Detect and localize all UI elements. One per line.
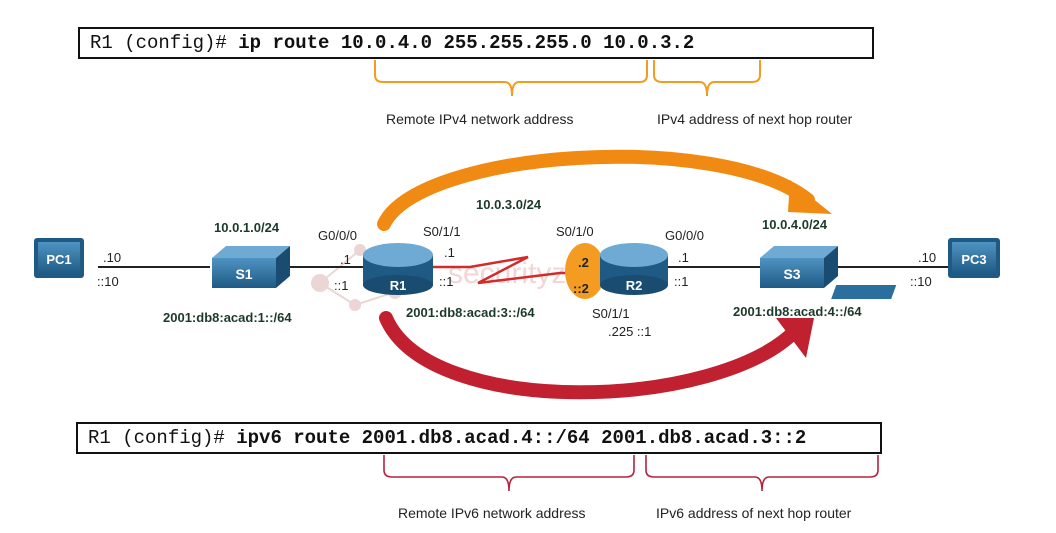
r2-s010-interface: S0/1/0 xyxy=(556,224,594,239)
r2-router-icon: R2 xyxy=(600,243,668,295)
r1-label: R1 xyxy=(390,278,407,293)
ipv4-arrowhead xyxy=(788,180,832,214)
r1-s0-ipv4: .1 xyxy=(444,245,455,260)
serial-link-r1-r2 xyxy=(432,255,590,285)
ipv4-route-arrow xyxy=(377,149,815,231)
s3-label: S3 xyxy=(783,266,800,282)
ipv4-command-box: R1 (config)# ip route 10.0.4.0 255.255.2… xyxy=(78,27,874,59)
lan1-ipv4-network: 10.0.1.0/24 xyxy=(214,220,280,235)
r2-hop-highlight xyxy=(565,243,605,299)
s3-switch-icon: S3 xyxy=(760,246,838,288)
wan-ipv6-network: 2001:db8:acad:3::/64 xyxy=(406,305,535,320)
ipv6-command-box: R1 (config)# ipv6 route 2001.db8.acad.4:… xyxy=(76,422,882,454)
ipv4-command: ip route 10.0.4.0 255.255.255.0 10.0.3.2 xyxy=(238,32,695,54)
r1-s0-ipv6: ::1 xyxy=(439,274,453,289)
r2-g0-interface: G0/0/0 xyxy=(665,228,704,243)
r2-s011-interface: S0/1/1 xyxy=(592,306,630,321)
lan4-ipv6-network: 2001:db8:acad:4::/64 xyxy=(733,304,862,319)
r2-g0-ipv4: .1 xyxy=(678,250,689,265)
ipv4-nexthop-bracket xyxy=(653,60,761,97)
r2-s011-addresses: .225 ::1 xyxy=(608,324,651,339)
ipv4-network-label: Remote IPv4 network address xyxy=(386,111,574,127)
ipv4-prompt: R1 (config)# xyxy=(90,32,227,54)
r1-s011-interface: S0/1/1 xyxy=(423,224,461,239)
r2-s0-ipv4: .2 xyxy=(578,255,589,270)
ipv6-network-bracket xyxy=(383,455,635,492)
ipv6-nexthop-bracket xyxy=(645,455,879,492)
pc1-label: PC1 xyxy=(46,252,71,267)
pc1-ipv4-host: .10 xyxy=(103,250,121,265)
s1-switch-icon: S1 xyxy=(212,246,290,288)
pc1-ipv6-host: ::10 xyxy=(97,274,119,289)
r1-g0-ipv4: .1 xyxy=(340,252,351,267)
pc3-icon: PC3 xyxy=(831,238,1000,299)
r2-g0-ipv6: ::1 xyxy=(674,274,688,289)
ipv4-nexthop-label: IPv4 address of next hop router xyxy=(657,111,853,127)
ipv6-network-label: Remote IPv6 network address xyxy=(398,505,586,521)
ipv6-command: ipv6 route 2001.db8.acad.4::/64 2001.db8… xyxy=(236,427,807,449)
r1-router-icon: R1 xyxy=(363,243,433,295)
pc3-ipv4-host: .10 xyxy=(918,250,936,265)
s1-label: S1 xyxy=(235,266,252,282)
r2-label: R2 xyxy=(626,278,643,293)
r2-s0-ipv6: ::2 xyxy=(573,281,589,296)
pc3-label: PC3 xyxy=(961,252,986,267)
ipv6-nexthop-label: IPv6 address of next hop router xyxy=(656,505,852,521)
lan4-ipv4-network: 10.0.4.0/24 xyxy=(762,217,828,232)
ipv6-prompt: R1 (config)# xyxy=(88,427,225,449)
ipv4-network-bracket xyxy=(374,60,648,97)
lan1-ipv6-network: 2001:db8:acad:1::/64 xyxy=(163,310,292,325)
pc3-ipv6-host: ::10 xyxy=(910,274,932,289)
r1-g0-ipv6: ::1 xyxy=(334,278,348,293)
ipv6-route-arrow xyxy=(379,311,803,400)
pc1-icon: PC1 xyxy=(34,238,84,278)
wan-ipv4-network: 10.0.3.0/24 xyxy=(476,197,542,212)
ipv6-arrowhead xyxy=(776,318,814,358)
r1-g0-interface: G0/0/0 xyxy=(318,228,357,243)
